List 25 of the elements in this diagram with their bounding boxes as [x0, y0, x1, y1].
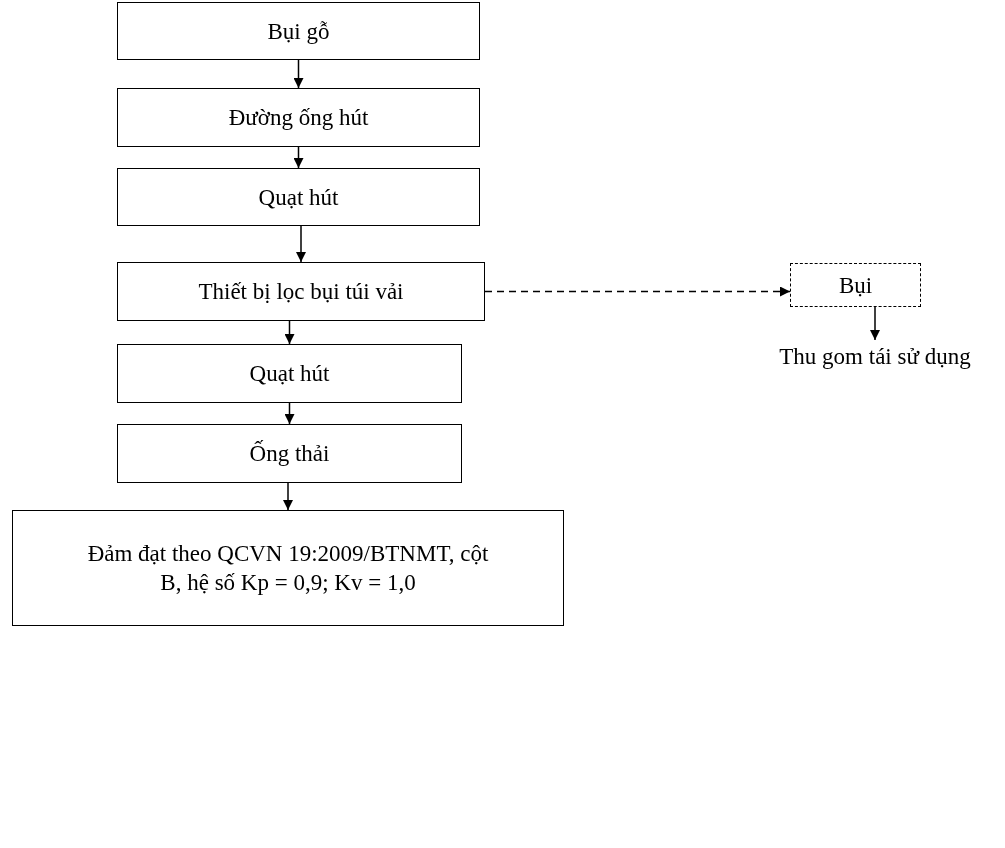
process-box — [117, 168, 480, 226]
box-label: Đường ống hút — [228, 104, 369, 132]
process-box — [117, 88, 480, 147]
box-label: Đảm đạt theo QCVN 19:2009/BTNMT, cột B, hệ số Kp = 0,9; Kv = 1,0 — [86, 540, 490, 597]
process-box — [117, 262, 485, 321]
process-box — [117, 424, 462, 483]
arrow — [484, 286, 791, 297]
box-label: Bụi — [838, 271, 873, 300]
box-label: Quạt hút — [258, 183, 339, 212]
arrow — [296, 225, 306, 263]
arrow — [293, 146, 304, 169]
arrow — [870, 306, 880, 341]
arrow — [284, 320, 295, 345]
arrow — [284, 402, 295, 425]
note-text: Thu gom tái sử dụng — [779, 342, 971, 371]
box-label: Quạt hút — [249, 360, 330, 388]
process-box — [117, 2, 480, 60]
arrow — [283, 482, 293, 511]
process-box — [117, 344, 462, 403]
box-label: Ống thải — [249, 439, 330, 468]
box-label: Thiết bị lọc bụi túi vải — [198, 278, 404, 306]
process-box — [12, 510, 564, 626]
box-label: Bụi gỗ — [267, 17, 330, 46]
process-box — [790, 263, 921, 307]
arrow — [293, 59, 304, 89]
